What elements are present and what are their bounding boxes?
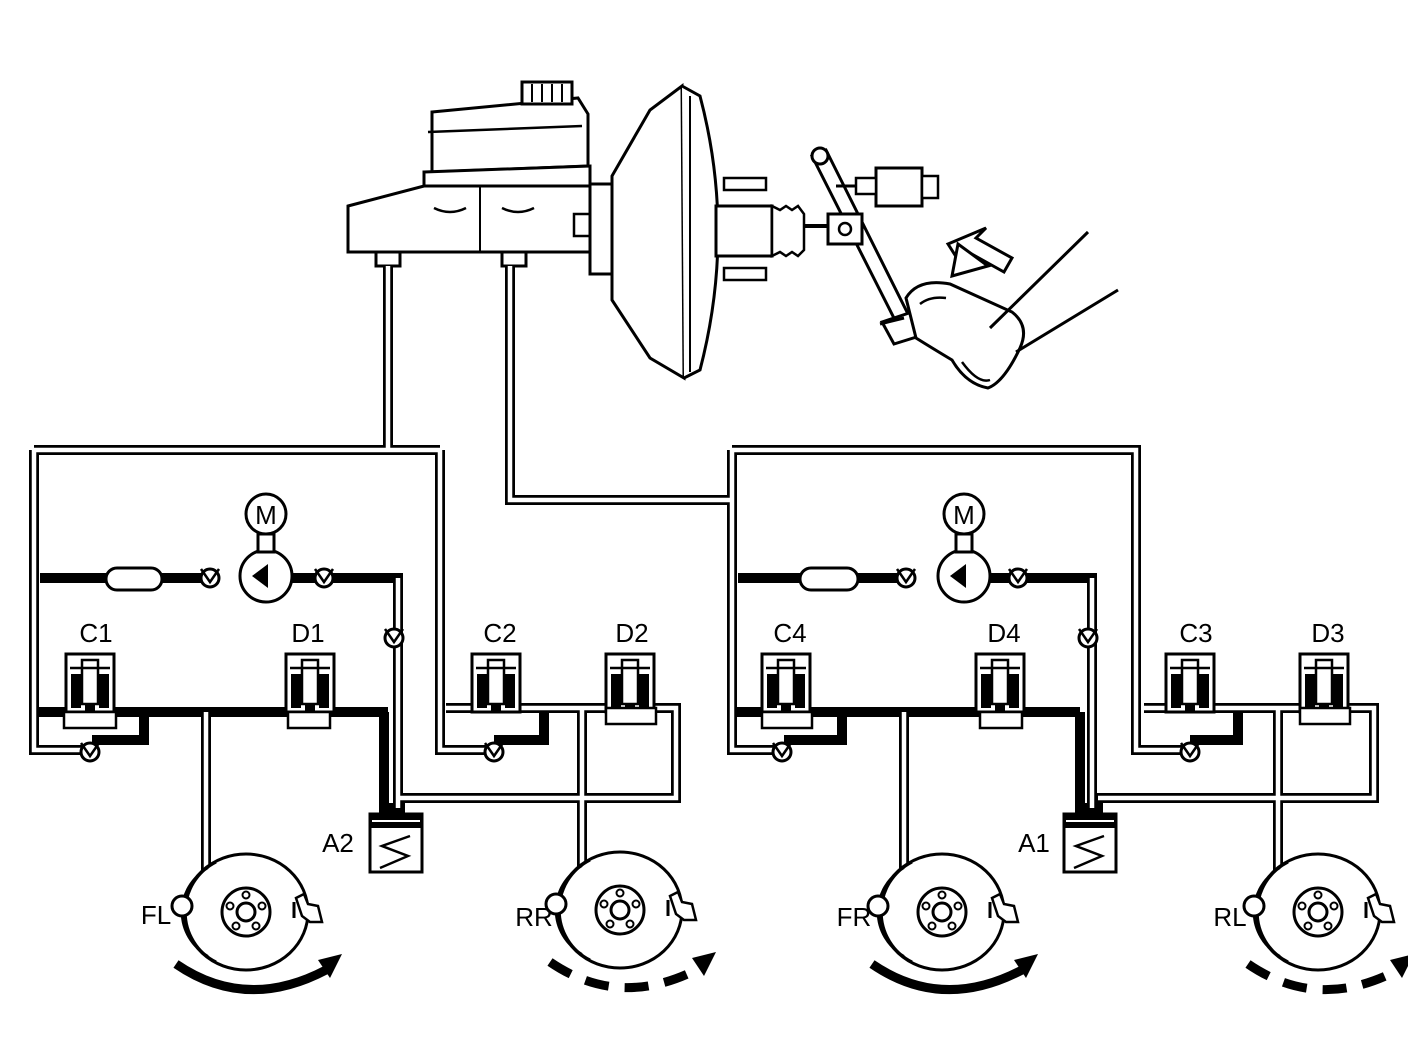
- foot-icon: [904, 230, 1119, 390]
- solenoid-valve-icon: [974, 652, 1026, 714]
- hydraulic-lines: [29, 266, 1379, 872]
- wheel-label-rl: RL: [1213, 902, 1246, 932]
- brake-disc-icon-rr: [544, 850, 698, 970]
- pump-motor-right: M: [798, 492, 992, 604]
- solenoid-valve-icon: [760, 652, 812, 714]
- accumulator-icon: [368, 812, 424, 874]
- valve-label-d3: D3: [1311, 618, 1344, 648]
- valve-label-d4: D4: [987, 618, 1020, 648]
- wheel-label-rr: RR: [515, 902, 553, 932]
- master-cylinder: [346, 80, 594, 268]
- check-valve-icon: [483, 741, 505, 763]
- arrow-icon: [945, 226, 1015, 279]
- wheel-label-fr: FR: [837, 902, 872, 932]
- pump-motor-left: M: [104, 492, 294, 604]
- wheel-label-fl: FL: [141, 900, 171, 930]
- solenoid-valve-icon: [470, 652, 522, 714]
- valve-label-c4: C4: [773, 618, 806, 648]
- brake-pedal: [809, 146, 940, 346]
- brake-booster: [588, 83, 834, 381]
- accumulator-label-a1: A1: [1018, 828, 1050, 858]
- check-valve-icon: [895, 567, 917, 589]
- valve-label-c2: C2: [483, 618, 516, 648]
- brake-disc-icon-rl: [1242, 852, 1396, 972]
- valve-label-d2: D2: [615, 618, 648, 648]
- brake-disc-icon-fr: [866, 852, 1020, 972]
- valve-label-c1: C1: [79, 618, 112, 648]
- motor-label: M: [255, 500, 277, 530]
- solenoid-valve-icon: [64, 652, 116, 714]
- solenoid-valve-icon: [604, 652, 656, 714]
- valve-label-c3: C3: [1179, 618, 1212, 648]
- check-valve-icon: [79, 741, 101, 763]
- solenoid-valve-icon: [1164, 652, 1216, 714]
- solenoid-valve-icon: [284, 652, 336, 714]
- check-valve-icon: [383, 627, 405, 649]
- accumulator-label-a2: A2: [322, 828, 354, 858]
- check-valve-icon: [771, 741, 793, 763]
- motor-label: M: [953, 500, 975, 530]
- solenoid-valve-icon: [1298, 652, 1350, 714]
- valve-label-d1: D1: [291, 618, 324, 648]
- check-valve-icon: [1179, 741, 1201, 763]
- check-valve-icon: [1007, 567, 1029, 589]
- accumulator-icon: [1062, 812, 1118, 874]
- check-valve-icon: [1077, 627, 1099, 649]
- brake-disc-icon-fl: [170, 852, 324, 972]
- check-valve-icon: [313, 567, 335, 589]
- check-valve-icon: [199, 567, 221, 589]
